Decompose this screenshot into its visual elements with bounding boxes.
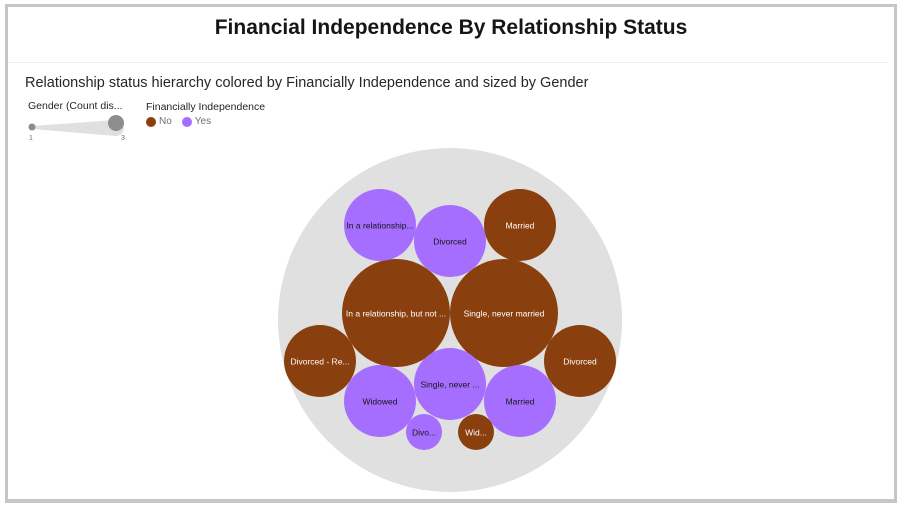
bubble-label-8: Single, never ...: [420, 379, 479, 389]
hierarchy-root-circle: [278, 148, 622, 492]
size-legend-min-label: 1: [29, 135, 33, 142]
bubble-yes-10[interactable]: [406, 414, 442, 450]
bubble-label-4: Married: [506, 220, 535, 230]
size-legend-max-dot: [108, 115, 124, 131]
size-legend-min-dot: [28, 123, 36, 131]
legend-swatch-no: [146, 116, 156, 127]
chart-frame-bottom-edge: [5, 499, 897, 503]
bubble-yes-3[interactable]: [414, 205, 486, 277]
bubble-yes-9[interactable]: [484, 365, 556, 437]
bubble-no-0[interactable]: [342, 259, 450, 367]
bubble-yes-7[interactable]: [344, 365, 416, 437]
bubble-label-0: In a relationship, but not ...: [346, 308, 446, 318]
bubble-label-10: Divo...: [412, 427, 436, 437]
size-legend-ramp: [30, 120, 124, 136]
legend-label-no: No: [159, 116, 172, 127]
bubble-yes-2[interactable]: [344, 189, 416, 261]
legend-swatch-yes: [181, 116, 192, 127]
color-legend: No Yes: [146, 116, 221, 127]
bubble-label-7: Widowed: [363, 396, 398, 406]
legend-item-yes[interactable]: Yes: [181, 116, 212, 127]
bubble-no-1[interactable]: [450, 259, 558, 367]
bubble-no-4[interactable]: [484, 189, 556, 261]
bubble-label-6: Divorced: [563, 356, 597, 366]
title-divider: [8, 62, 888, 63]
bubble-no-5[interactable]: [284, 325, 356, 397]
bubble-no-11[interactable]: [458, 414, 494, 450]
bubble-label-3: Divorced: [433, 236, 467, 246]
bubble-yes-8[interactable]: [414, 348, 486, 420]
color-legend-title: Financially Independence: [146, 101, 266, 113]
bubble-label-9: Married: [506, 396, 535, 406]
size-legend: 1 3: [28, 115, 125, 142]
size-legend-max-label: 3: [121, 135, 125, 142]
legend-item-no[interactable]: No: [146, 116, 172, 127]
chart-title: Financial Independence By Relationship S…: [214, 16, 688, 39]
bubble-label-5: Divorced - Re...: [290, 356, 349, 366]
legend-label-yes: Yes: [194, 116, 212, 127]
chart-subtitle: Relationship status hierarchy colored by…: [25, 75, 589, 91]
bubble-label-11: Wid...: [465, 427, 487, 437]
bubble-label-2: In a relationship...: [346, 220, 413, 230]
bubble-group: In a relationship, but not ... Single, ne…: [284, 189, 616, 450]
bubble-no-6[interactable]: [544, 325, 616, 397]
bubble-label-1: Single, never married: [464, 308, 545, 318]
